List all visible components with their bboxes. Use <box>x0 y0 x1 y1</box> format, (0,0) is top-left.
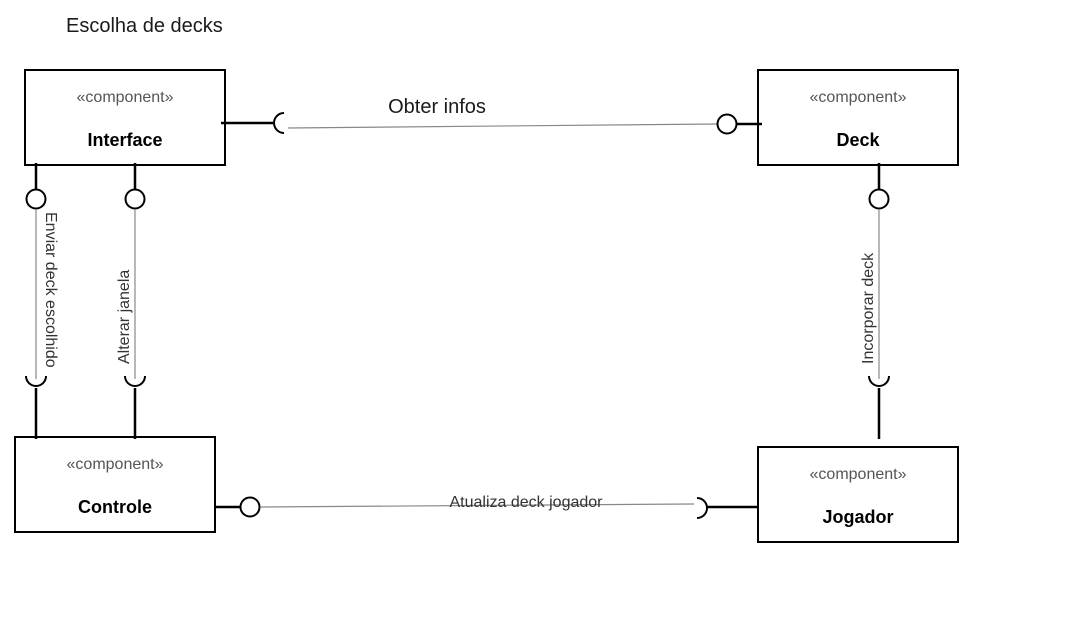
component-controle-box <box>14 436 216 533</box>
connector-obter-infos-label: Obter infos <box>388 96 486 118</box>
component-deck-box <box>757 69 959 166</box>
component-controle-name: Controle <box>78 497 152 517</box>
connector-alterar-janela[interactable]: Alterar janela <box>116 163 146 439</box>
connector-alterar-janela-label: Alterar janela <box>116 270 133 364</box>
required-interface-socket-icon <box>124 375 146 387</box>
connector-incorporar-deck-label: Incorporar deck <box>860 252 877 364</box>
diagram-title: Escolha de decks <box>66 15 223 37</box>
component-interface-stereotype: «component» <box>77 89 174 106</box>
component-deck[interactable]: «component» Deck <box>757 69 959 166</box>
component-interface-box <box>24 69 226 166</box>
connector-atualiza-deck-label: Atualiza deck jogador <box>450 494 604 511</box>
component-controle[interactable]: «component» Controle <box>14 436 216 533</box>
component-controle-stereotype: «component» <box>67 456 164 473</box>
component-jogador[interactable]: «component» Jogador <box>757 446 959 543</box>
connector-enviar-deck[interactable]: Enviar deck escolhido <box>25 163 59 439</box>
provided-interface-ball-icon <box>239 496 261 518</box>
connector-obter-infos[interactable]: Obter infos <box>221 96 762 135</box>
component-jogador-box <box>757 446 959 543</box>
component-deck-name: Deck <box>836 130 880 150</box>
connector-enviar-deck-label: Enviar deck escolhido <box>42 212 59 368</box>
connector-atualiza-deck[interactable]: Atualiza deck jogador <box>214 494 759 519</box>
component-interface[interactable]: «component» Interface <box>24 69 226 166</box>
provided-interface-ball-icon <box>25 188 47 210</box>
provided-interface-ball-icon <box>124 188 146 210</box>
required-interface-socket-icon <box>868 375 890 387</box>
component-jogador-name: Jogador <box>822 507 893 527</box>
required-interface-socket-icon <box>25 375 47 387</box>
component-deck-stereotype: «component» <box>810 89 907 106</box>
required-interface-socket-icon <box>273 112 285 134</box>
provided-interface-ball-icon <box>716 113 738 135</box>
provided-interface-ball-icon <box>868 188 890 210</box>
required-interface-socket-icon <box>696 497 708 519</box>
connector-incorporar-deck[interactable]: Incorporar deck <box>860 163 890 439</box>
component-jogador-stereotype: «component» <box>810 466 907 483</box>
component-interface-name: Interface <box>87 130 162 150</box>
